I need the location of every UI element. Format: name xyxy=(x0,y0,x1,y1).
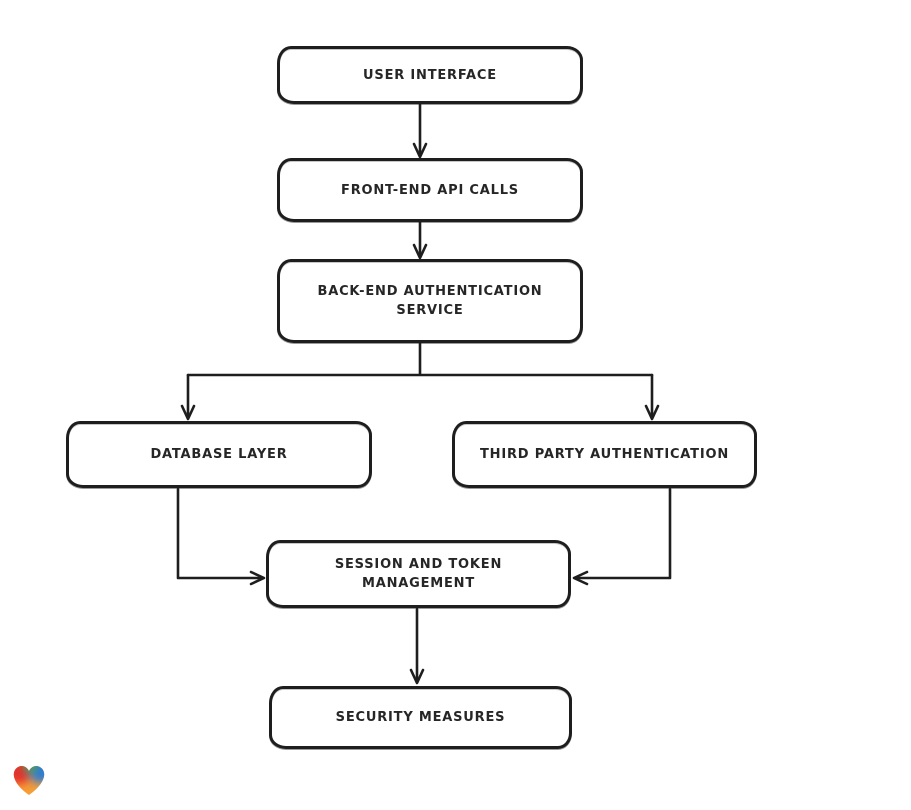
arrowhead-down-icon xyxy=(180,404,196,421)
node-database-layer: DATABASE LAYER xyxy=(66,421,372,488)
connector-group xyxy=(176,102,672,685)
arrowhead-down-icon xyxy=(412,243,428,260)
node-back-end-authentication-service: BACK-END AUTHENTICATION SERVICE xyxy=(277,259,583,343)
node-user-interface: USER INTERFACE xyxy=(277,46,583,104)
node-security-measures-label: SECURITY MEASURES xyxy=(335,710,506,725)
edge-backend-split xyxy=(186,341,654,377)
node-session-and-token-management-label: SESSION AND TOKEN MANAGEMENT xyxy=(334,557,503,591)
node-front-end-api-calls-label: FRONT-END API CALLS xyxy=(341,182,519,198)
node-third-party-authentication-label: THIRD PARTY AUTHENTICATION xyxy=(480,447,729,462)
node-back-end-authentication-service-label: BACK-END AUTHENTICATION SERVICE xyxy=(317,284,543,318)
heart-logo-fill xyxy=(13,765,45,795)
node-user-interface-label: USER INTERFACE xyxy=(363,67,497,83)
node-security-measures: SECURITY MEASURES xyxy=(269,686,572,749)
heart-logo-icon xyxy=(13,765,45,795)
edge-database-to-session xyxy=(176,487,264,580)
arrowhead-left-icon xyxy=(572,570,589,586)
arrowhead-down-icon xyxy=(412,142,428,159)
node-session-and-token-management: SESSION AND TOKEN MANAGEMENT xyxy=(266,540,571,608)
node-database-layer-label: DATABASE LAYER xyxy=(150,447,288,462)
arrowhead-down-icon xyxy=(644,404,660,421)
arrowhead-down-icon xyxy=(409,668,425,685)
arrowhead-right-icon xyxy=(249,570,266,586)
edge-thirdparty-to-session xyxy=(574,487,672,580)
node-front-end-api-calls: FRONT-END API CALLS xyxy=(277,158,583,222)
node-third-party-authentication: THIRD PARTY AUTHENTICATION xyxy=(452,421,757,488)
